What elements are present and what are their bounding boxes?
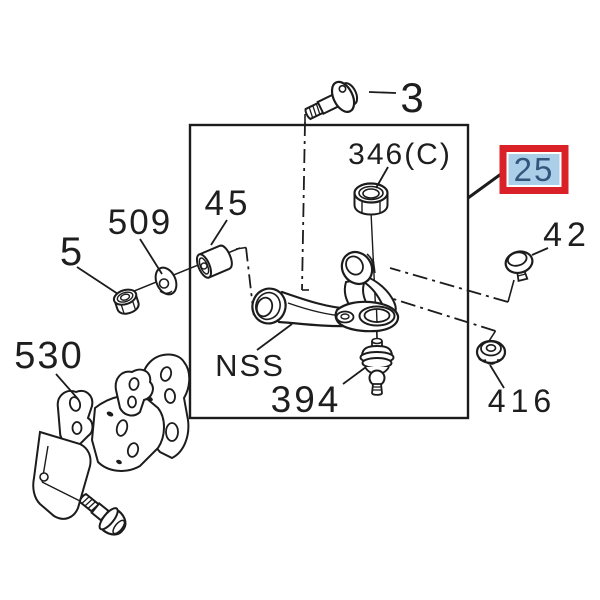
part-labels: 3 346(C) 42 45 509 5 530 NSS 394 416	[14, 74, 591, 420]
washer-509	[154, 266, 178, 296]
label-washer-509: 509	[108, 203, 172, 242]
highlighted-part-badge[interactable]: 25	[499, 145, 569, 194]
cap-bolt-42	[504, 250, 534, 283]
bracket-bolt	[78, 493, 127, 536]
label-arm-nss: NSS	[215, 348, 285, 383]
mount-bracket-530	[32, 353, 191, 520]
flange-nut-416	[475, 339, 507, 365]
control-arm	[251, 250, 400, 333]
badge-background	[508, 154, 560, 185]
assembly-lines	[235, 114, 515, 342]
ball-joint-394	[359, 331, 395, 396]
label-cap-bolt-42: 42	[543, 216, 591, 254]
camber-nut-346c	[353, 182, 389, 216]
bolt-3	[304, 80, 359, 121]
bushing-45	[195, 244, 233, 279]
nut-5	[112, 288, 140, 315]
label-ball-joint-394: 394	[271, 379, 342, 420]
label-nut-5: 5	[60, 230, 82, 274]
label-camber-nut-346c: 346(C)	[348, 138, 452, 171]
label-bushing-45: 45	[205, 184, 252, 223]
label-bolt-3: 3	[400, 74, 423, 121]
leader-lines	[55, 91, 549, 400]
label-flange-nut-416: 416	[488, 383, 556, 419]
assembly-group-box	[188, 123, 470, 420]
badge-part-number: 25	[514, 151, 555, 188]
stud-line-overlays	[372, 257, 378, 324]
label-bracket-530: 530	[14, 335, 83, 377]
